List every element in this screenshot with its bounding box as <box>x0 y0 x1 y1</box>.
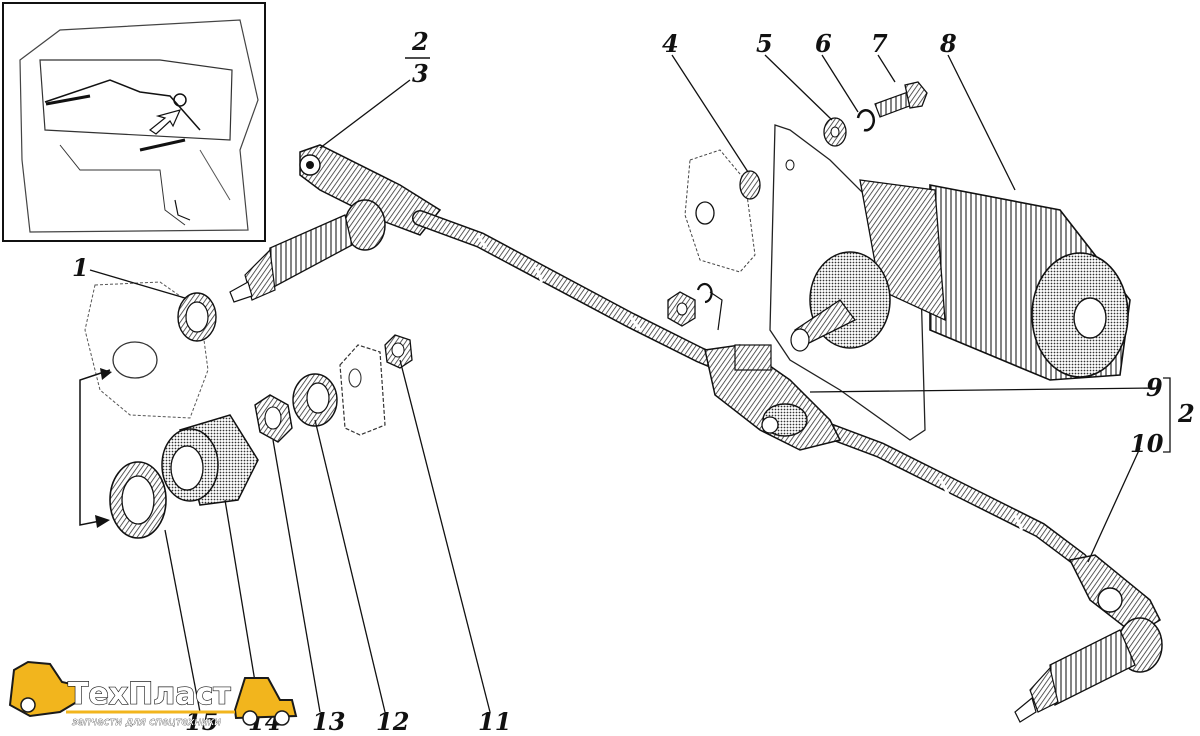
callout-1: 1 <box>72 253 89 282</box>
cone-bushing-part <box>161 414 259 506</box>
brand-logo: ТехПласт запчасти для спецтехники <box>8 660 298 728</box>
callout-4: 4 <box>662 29 679 58</box>
right-spindle-lever-part <box>1014 554 1163 723</box>
gasket-plate-part <box>84 281 217 419</box>
callout-12: 12 <box>376 707 409 736</box>
arrow-head-bottom <box>95 515 110 528</box>
callout-7: 7 <box>871 29 888 58</box>
small-nut-part <box>384 334 413 369</box>
callout-3: 3 <box>412 59 429 88</box>
bracket-nuts-part <box>667 282 723 331</box>
callout-11: 11 <box>478 707 511 736</box>
bracket-clip-part <box>339 344 386 436</box>
spring-washer-part <box>856 109 876 132</box>
left-spindle-lever-part <box>229 144 442 303</box>
fraction-numerator: 2 <box>411 27 429 56</box>
callout-10: 10 <box>1130 429 1164 458</box>
callout-13: 13 <box>312 707 345 736</box>
logo-name: ТехПласт <box>68 677 231 712</box>
callout-group-2: 2 <box>1177 399 1195 428</box>
rubber-pad-part <box>684 149 761 273</box>
hex-nut-part <box>254 394 293 443</box>
bolt-part <box>874 81 928 118</box>
leader-lines <box>89 54 1159 713</box>
callout-5: 5 <box>756 29 773 58</box>
vehicle-location-inset <box>2 2 266 242</box>
washer-part <box>823 117 847 147</box>
arrow-head-top <box>100 368 112 380</box>
callout-9: 9 <box>1146 373 1163 402</box>
seal-ring-part <box>109 461 167 539</box>
washer-nut-part <box>292 373 338 427</box>
wiper-motor-part <box>790 179 1131 381</box>
logo-tagline: запчасти для спецтехники <box>72 716 221 728</box>
callout-8: 8 <box>939 29 957 58</box>
central-crank-part <box>704 344 842 451</box>
group-bracket <box>1163 377 1171 453</box>
callout-6: 6 <box>815 29 832 58</box>
assembly-bracket-line <box>79 369 111 526</box>
